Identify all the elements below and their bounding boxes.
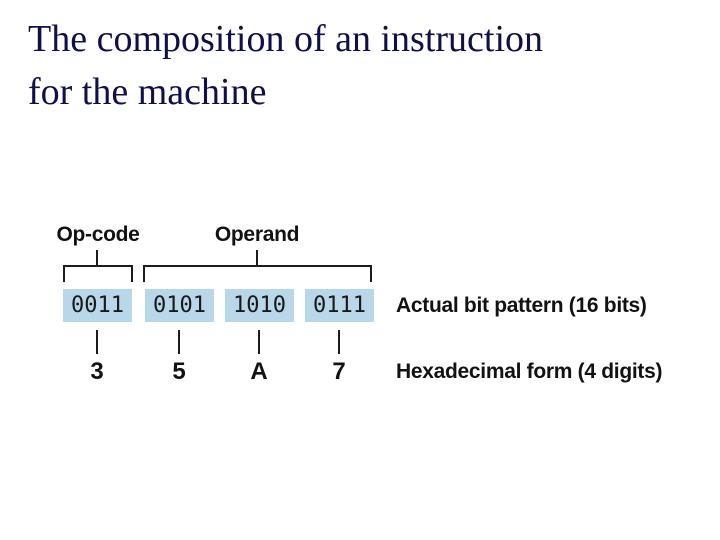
operand-stem-line [256,250,258,266]
bit-pattern-row-label: Actual bit pattern (16 bits) [396,294,647,317]
slide-title-line1: The composition of an instruction [28,18,544,60]
hex-digit-1: 3 [90,358,104,385]
connector-line-2 [178,330,180,354]
connector-line-4 [338,330,340,354]
opcode-stem-line [96,250,98,266]
hex-digit-3: A [250,358,268,385]
operand-label: Operand [214,223,300,246]
slide-title-line2: for the machine [28,71,267,113]
bit-group-cell-4: 0111 [305,289,374,322]
bit-group-cell-3: 1010 [225,289,294,322]
bit-group-cell-1: 0011 [63,289,132,322]
opcode-bracket [63,265,133,282]
hex-digit-2: 5 [172,358,186,385]
operand-bracket [143,265,372,282]
slide-title: The composition of an instruction for th… [28,13,668,119]
connector-line-3 [258,330,260,354]
hex-form-row-label: Hexadecimal form (4 digits) [396,360,663,383]
hex-digit-4: 7 [332,358,346,385]
connector-line-1 [96,330,98,354]
opcode-label: Op-code [56,223,140,246]
bit-group-cell-2: 0101 [145,289,214,322]
